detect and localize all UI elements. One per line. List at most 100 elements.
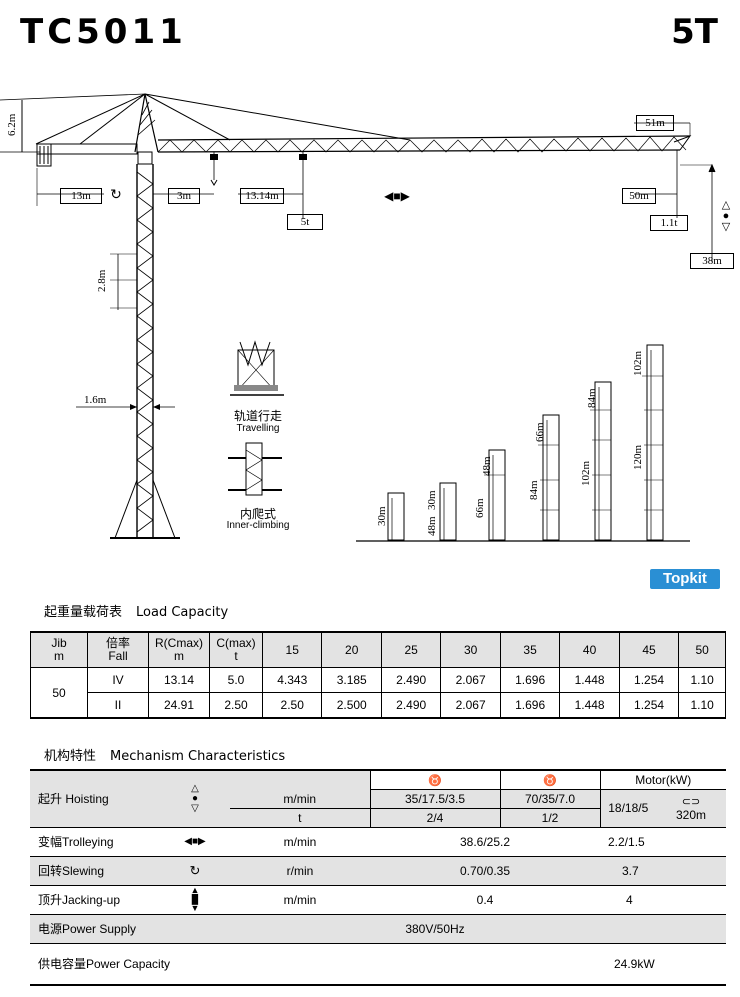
travelling-label-cn: 轨道行走 bbox=[233, 409, 282, 423]
rope-capacity: ⊂⊃320m bbox=[656, 789, 726, 828]
hoisting-icon: △●▽ bbox=[721, 199, 731, 233]
jacking-motor: 4 bbox=[600, 885, 726, 915]
travelling-label-en: Travelling bbox=[236, 423, 280, 434]
trolleying-unit: m/min bbox=[230, 827, 370, 857]
jacking-value: 0.4 bbox=[370, 885, 600, 915]
load-capacity-title-cn: 起重量载荷表 bbox=[44, 605, 123, 620]
load-cell: 2.500 bbox=[321, 692, 382, 719]
load-capacity-title: 起重量载荷表 Load Capacity bbox=[44, 601, 228, 620]
operator-cab bbox=[137, 151, 153, 165]
header-radius: 25 bbox=[380, 631, 442, 668]
climbing-label-en: Inner-climbing bbox=[226, 520, 290, 531]
load-cell: 4.343 bbox=[261, 667, 323, 693]
slewing-icon: ↻ bbox=[160, 856, 230, 886]
jacking-label: 顶升Jacking-up bbox=[30, 885, 160, 915]
fall-cell: IV bbox=[87, 667, 149, 693]
jib-length-cell: 50 bbox=[30, 667, 88, 719]
table-row: II 24.91 2.50 2.50 2.500 2.490 2.067 1.6… bbox=[31, 692, 726, 719]
height-label-2-bottom: 48m bbox=[426, 516, 438, 536]
table-row: 变幅Trolleying ◀■▶ m/min 38.6/25.2 2.2/1.5 bbox=[30, 827, 726, 857]
load-cell: 1.254 bbox=[618, 667, 680, 693]
height-label-5-top: 84m bbox=[586, 388, 598, 408]
table-row: 电源Power Supply 380V/50Hz bbox=[30, 914, 726, 944]
hook-2 bbox=[299, 152, 307, 218]
load-capacity-title-en: Load Capacity bbox=[136, 605, 229, 620]
model-title: TC5011 bbox=[20, 12, 187, 52]
cmax-cell: 5.0 bbox=[209, 667, 263, 693]
jacking-unit: m/min bbox=[230, 885, 370, 915]
travelling-icon bbox=[230, 340, 284, 396]
crane-diagram bbox=[0, 93, 716, 542]
slewing-value: 0.70/0.35 bbox=[370, 856, 600, 886]
mechanism-title: 机构特性 Mechanism Characteristics bbox=[44, 745, 285, 764]
tower-head bbox=[134, 93, 159, 153]
header-cmax: C(max)t bbox=[209, 631, 263, 668]
header-radius: 50 bbox=[678, 631, 726, 668]
slewing-icon: ↻ bbox=[110, 186, 122, 202]
load-cell: 2.490 bbox=[380, 667, 442, 693]
dim-radius: 13.14m bbox=[240, 188, 284, 204]
mechanism-title-cn: 机构特性 bbox=[44, 749, 97, 764]
dim-max-load: 5t bbox=[287, 214, 323, 230]
mechanism-title-en: Mechanism Characteristics bbox=[110, 749, 286, 764]
load-cell: 1.448 bbox=[559, 692, 620, 719]
header-rmax: R(Cmax)m bbox=[148, 631, 210, 668]
trolley-icon: ◀■▶ bbox=[384, 189, 410, 203]
hoisting-label: 起升 Hoisting bbox=[30, 770, 160, 828]
load-cell: 1.10 bbox=[678, 667, 726, 693]
slewing-unit: r/min bbox=[230, 856, 370, 886]
load-cell: 2.490 bbox=[380, 692, 442, 719]
header-radius: 15 bbox=[261, 631, 323, 668]
slewing-motor: 3.7 bbox=[600, 856, 726, 886]
dim-counter-jib: 13m bbox=[60, 188, 102, 204]
counter-jib bbox=[36, 143, 138, 155]
rope-value: 320m bbox=[675, 808, 707, 823]
mechanism-table: 起升 Hoisting △●▽ ♉ ♉ Motor(kW) m/min 35/1… bbox=[30, 769, 726, 986]
height-label-6-bottom: 120m bbox=[632, 444, 644, 470]
rmax-cell: 13.14 bbox=[148, 667, 210, 693]
table-row: 供电容量Power Capacity 24.9kW bbox=[30, 943, 726, 985]
power-capacity-value: 24.9kW bbox=[614, 956, 655, 971]
table-row: m/min 35/17.5/3.5 70/35/7.0 18/18/5 ⊂⊃32… bbox=[30, 789, 726, 828]
load-cell: 1.696 bbox=[499, 692, 561, 719]
height-label-3-top: 48m bbox=[481, 456, 493, 476]
power-capacity-label: 供电容量Power Capacity bbox=[38, 957, 171, 971]
main-jib bbox=[157, 134, 692, 153]
header-radius: 40 bbox=[559, 631, 620, 668]
dim-hook-height: 38m bbox=[690, 253, 734, 269]
tower-mast bbox=[110, 164, 180, 539]
rmax-cell: 24.91 bbox=[148, 692, 210, 719]
load-cell: 2.067 bbox=[440, 667, 501, 693]
height-label-2-top: 30m bbox=[426, 490, 438, 510]
height-configurations bbox=[356, 344, 690, 542]
dim-mast-width: 1.6m bbox=[84, 394, 107, 406]
power-supply-value: 380V/50Hz bbox=[230, 914, 600, 944]
dim-section: 2.8m bbox=[96, 269, 108, 292]
table-row: 起升 Hoisting △●▽ ♉ ♉ Motor(kW) bbox=[30, 770, 726, 828]
capacity-title: 5T bbox=[671, 12, 718, 52]
table-row: t 2/4 1/2 bbox=[30, 808, 726, 828]
header-radius: 20 bbox=[321, 631, 382, 668]
trolley-icon: ◀■▶ bbox=[160, 827, 230, 857]
rope-icon: ⊂⊃ bbox=[681, 796, 701, 809]
header-radius: 30 bbox=[440, 631, 501, 668]
hoisting-load-ii: 1/2 bbox=[499, 808, 600, 828]
dim-tip-load: 1.1t bbox=[650, 215, 688, 231]
trolleying-motor: 2.2/1.5 bbox=[600, 827, 726, 857]
hook-ii-icon: ♉ bbox=[499, 770, 600, 790]
counterweight bbox=[36, 143, 52, 167]
height-label-6-top: 102m bbox=[632, 350, 644, 376]
dim-trolley-start: 3m bbox=[168, 188, 200, 204]
trolleying-value: 38.6/25.2 bbox=[370, 827, 600, 857]
load-cell: 1.696 bbox=[499, 667, 561, 693]
climbing-label-cn: 内爬式 bbox=[239, 507, 276, 521]
jacking-icon: ▲█▼ bbox=[160, 885, 230, 915]
dim-radius-end: 50m bbox=[622, 188, 656, 204]
height-label-3-bottom: 66m bbox=[474, 498, 486, 518]
height-label-1: 30m bbox=[376, 506, 388, 526]
fall-cell: II bbox=[87, 692, 149, 719]
header-radius: 45 bbox=[618, 631, 680, 668]
